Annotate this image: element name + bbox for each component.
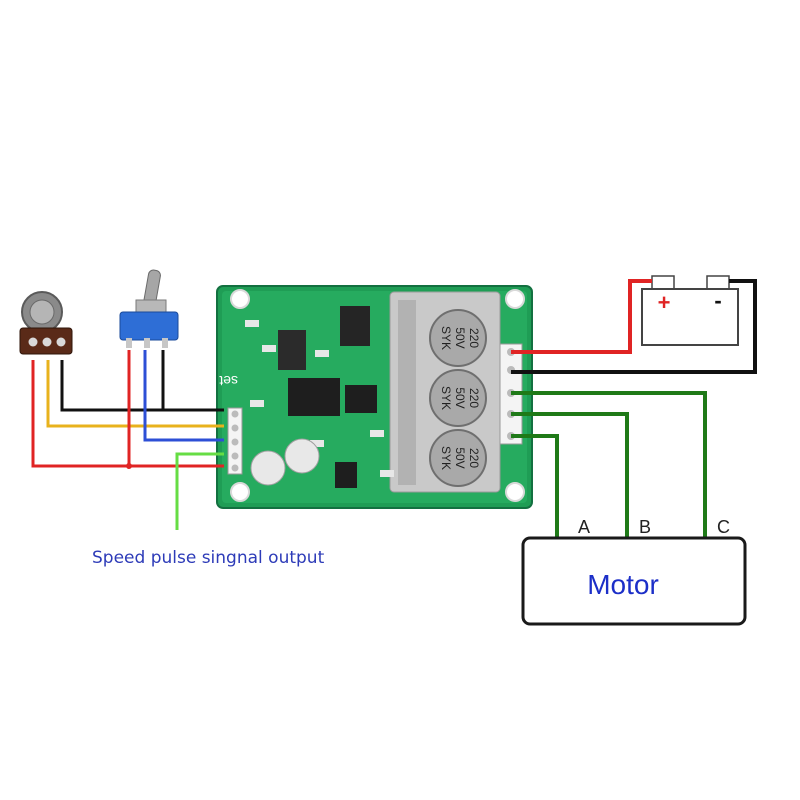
motor-box: Motor A B C <box>521 517 747 626</box>
potentiometer-icon <box>19 291 73 355</box>
motor-phase-a-label: A <box>578 517 590 537</box>
capacitor-3-line3: SYK <box>439 446 453 470</box>
wire-battery-black <box>511 279 757 374</box>
board-label: set <box>219 373 238 389</box>
wire-pot-black <box>60 360 224 412</box>
wire-switch-blue <box>143 350 224 442</box>
capacitor-1-line1: 220 <box>467 328 481 348</box>
capacitor-1-line3: SYK <box>439 326 453 350</box>
motor-label: Motor <box>587 569 659 600</box>
wire-battery-red <box>511 279 652 354</box>
wire-phase-b <box>511 412 629 538</box>
battery-plus-sign: + <box>658 290 671 315</box>
wire-speed-pulse <box>175 452 224 530</box>
battery-icon: + - <box>641 275 739 346</box>
motor-phase-c-label: C <box>717 517 730 537</box>
wire-phase-a <box>511 434 559 538</box>
capacitor-3: 220 50V SYK <box>429 429 487 487</box>
wires <box>31 279 757 538</box>
capacitor-2-line2: 50V <box>453 387 467 408</box>
battery-minus-sign: - <box>714 288 721 313</box>
wire-pot-yellow <box>46 360 224 428</box>
toggle-switch-icon <box>119 269 179 348</box>
wire-pot-red <box>31 360 224 468</box>
capacitor-2-line3: SYK <box>439 386 453 410</box>
capacitor-3-line2: 50V <box>453 447 467 468</box>
wire-phase-c <box>511 391 707 538</box>
capacitor-3-line1: 220 <box>467 448 481 468</box>
capacitor-1: 220 50V SYK <box>429 309 487 367</box>
speed-pulse-caption: Speed pulse singnal output <box>92 548 325 568</box>
capacitor-2-line1: 220 <box>467 388 481 408</box>
capacitor-2: 220 50V SYK <box>429 369 487 427</box>
motor-phase-b-label: B <box>639 517 651 537</box>
capacitor-1-line2: 50V <box>453 327 467 348</box>
